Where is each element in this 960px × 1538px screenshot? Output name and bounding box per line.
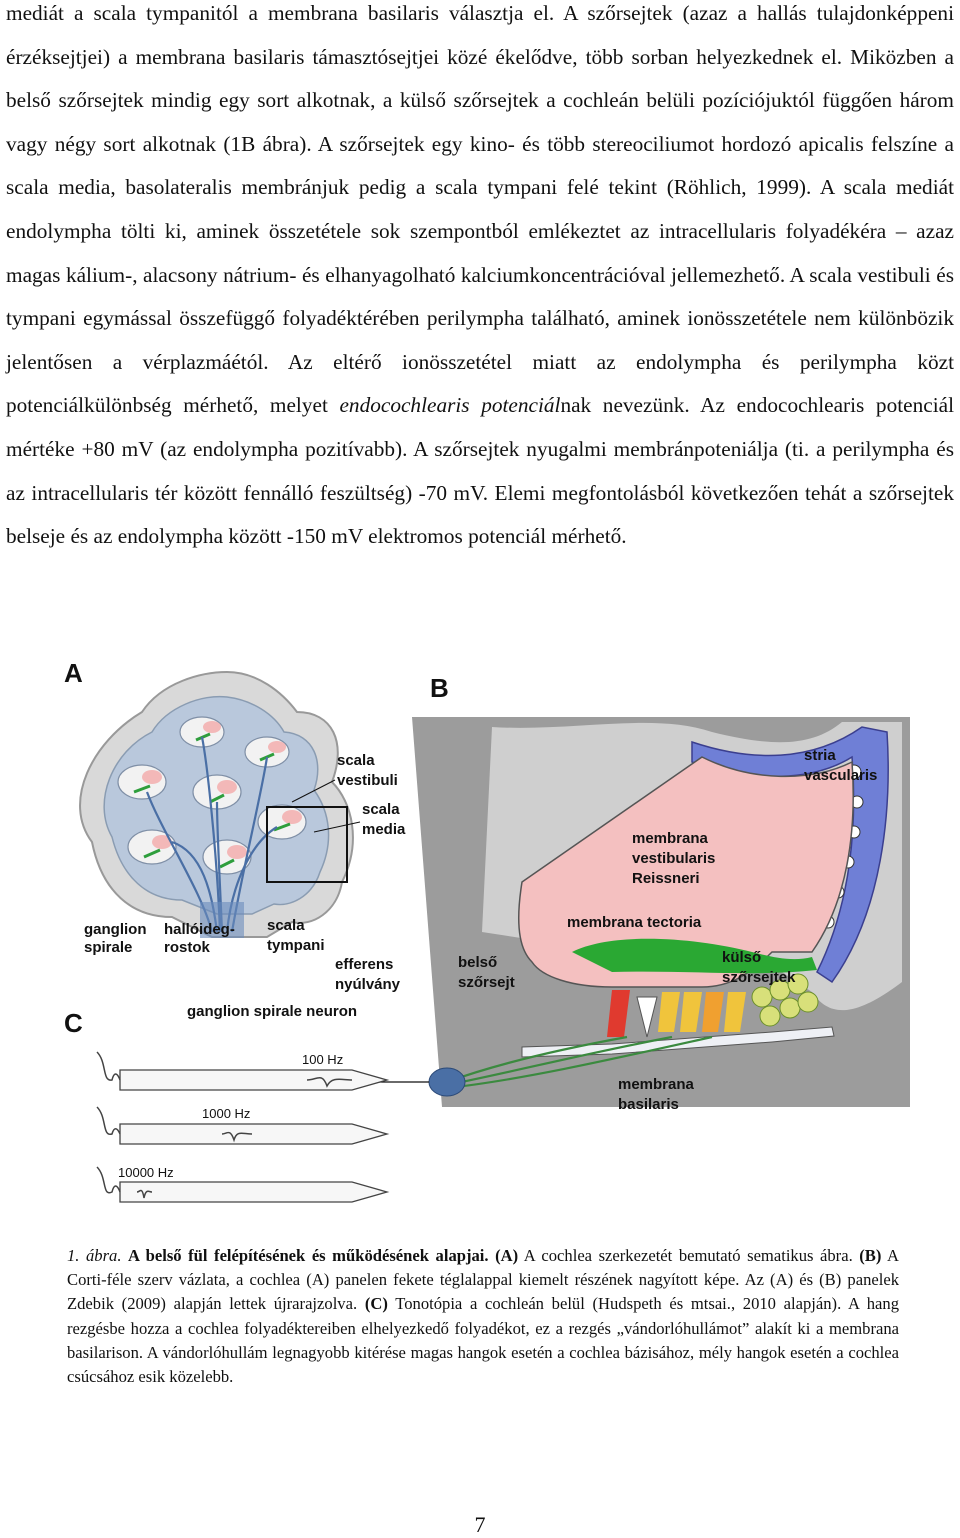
label-scala-media-1: scala (362, 801, 400, 818)
label-kulso-2: szőrsejtek (722, 969, 796, 986)
label-scala-vestibuli-1: scala (337, 752, 375, 769)
label-scala-vestibuli-2: vestibuli (337, 772, 398, 789)
label-tectoria: membrana tectoria (567, 914, 702, 931)
label-kulso-1: külső (722, 949, 761, 966)
label-reissner-2: vestibularis (632, 850, 715, 867)
label-efferens-2: nyúlvány (335, 976, 401, 993)
label-neuron: ganglion spirale neuron (187, 1003, 357, 1020)
panel-a-cochlea-diagram: A scala vestibuli scala media ganglion s… (64, 658, 406, 956)
label-belso-2: szőrsejt (458, 974, 515, 991)
panel-c-tonotopy-diagram: C 100 Hz 1000 Hz 10000 Hz (64, 1008, 390, 1203)
figure-caption: 1. ábra. A belső fül felépítésének és mű… (67, 1244, 899, 1389)
body-paragraph: mediát a scala tympanitól a membrana bas… (6, 0, 954, 559)
label-reissner-1: membrana (632, 830, 709, 847)
page-number: 7 (474, 1512, 486, 1537)
label-belso-1: belső (458, 954, 497, 971)
panel-c-label: C (64, 1008, 83, 1038)
label-reissner-3: Reissneri (632, 870, 700, 887)
body-text-part-1: mediát a scala tympanitól a membrana bas… (6, 1, 954, 418)
label-1000hz: 1000 Hz (202, 1106, 250, 1121)
caption-title: A belső fül felépítésének és működésének… (128, 1246, 489, 1265)
label-hallo-1: hallóideg- (164, 921, 235, 938)
figure-1: A scala vestibuli scala media ganglion s… (52, 652, 910, 1242)
label-basilaris-2: basilaris (618, 1096, 679, 1113)
caption-a-tag: (A) (495, 1246, 519, 1265)
panel-a-label: A (64, 658, 83, 688)
label-tympani-1: scala (267, 917, 305, 934)
label-hallo-2: rostok (164, 939, 211, 956)
caption-c-text: Tonotópia a cochleán belül (Hudspeth és … (67, 1294, 899, 1387)
label-tympani-2: tympani (267, 937, 325, 954)
caption-b-tag: (B) (859, 1246, 882, 1265)
label-10000hz: 10000 Hz (118, 1165, 174, 1180)
caption-c-tag: (C) (364, 1294, 388, 1314)
label-stria-1: stria (804, 747, 836, 764)
label-basilaris-1: membrana (618, 1076, 695, 1093)
label-scala-media-2: media (362, 821, 406, 838)
caption-a-text: A cochlea szerkezetét bemutató sematikus… (518, 1246, 860, 1265)
label-stria-2: vascularis (804, 767, 877, 784)
cochlea-figure: A scala vestibuli scala media ganglion s… (64, 658, 910, 1203)
label-efferens-1: efferens (335, 956, 393, 973)
body-term-endocochlearis: endocochlearis potenciál (339, 393, 561, 418)
label-ganglion-2: spirale (84, 939, 132, 956)
caption-b-text: A Corti-féle szerv vázlata, a cochlea (A… (67, 1246, 899, 1314)
hair-cells (607, 990, 746, 1038)
panel-b-label: B (430, 673, 449, 703)
label-100hz: 100 Hz (302, 1052, 343, 1067)
label-ganglion-1: ganglion (84, 921, 147, 938)
panel-b-corti-diagram: B stria vascularis membrana vestibularis… (187, 673, 910, 1113)
body-text-part-2: nak nevezünk. Az endocochlearis potenciá… (6, 393, 954, 549)
caption-number: 1. ábra. (67, 1246, 122, 1265)
